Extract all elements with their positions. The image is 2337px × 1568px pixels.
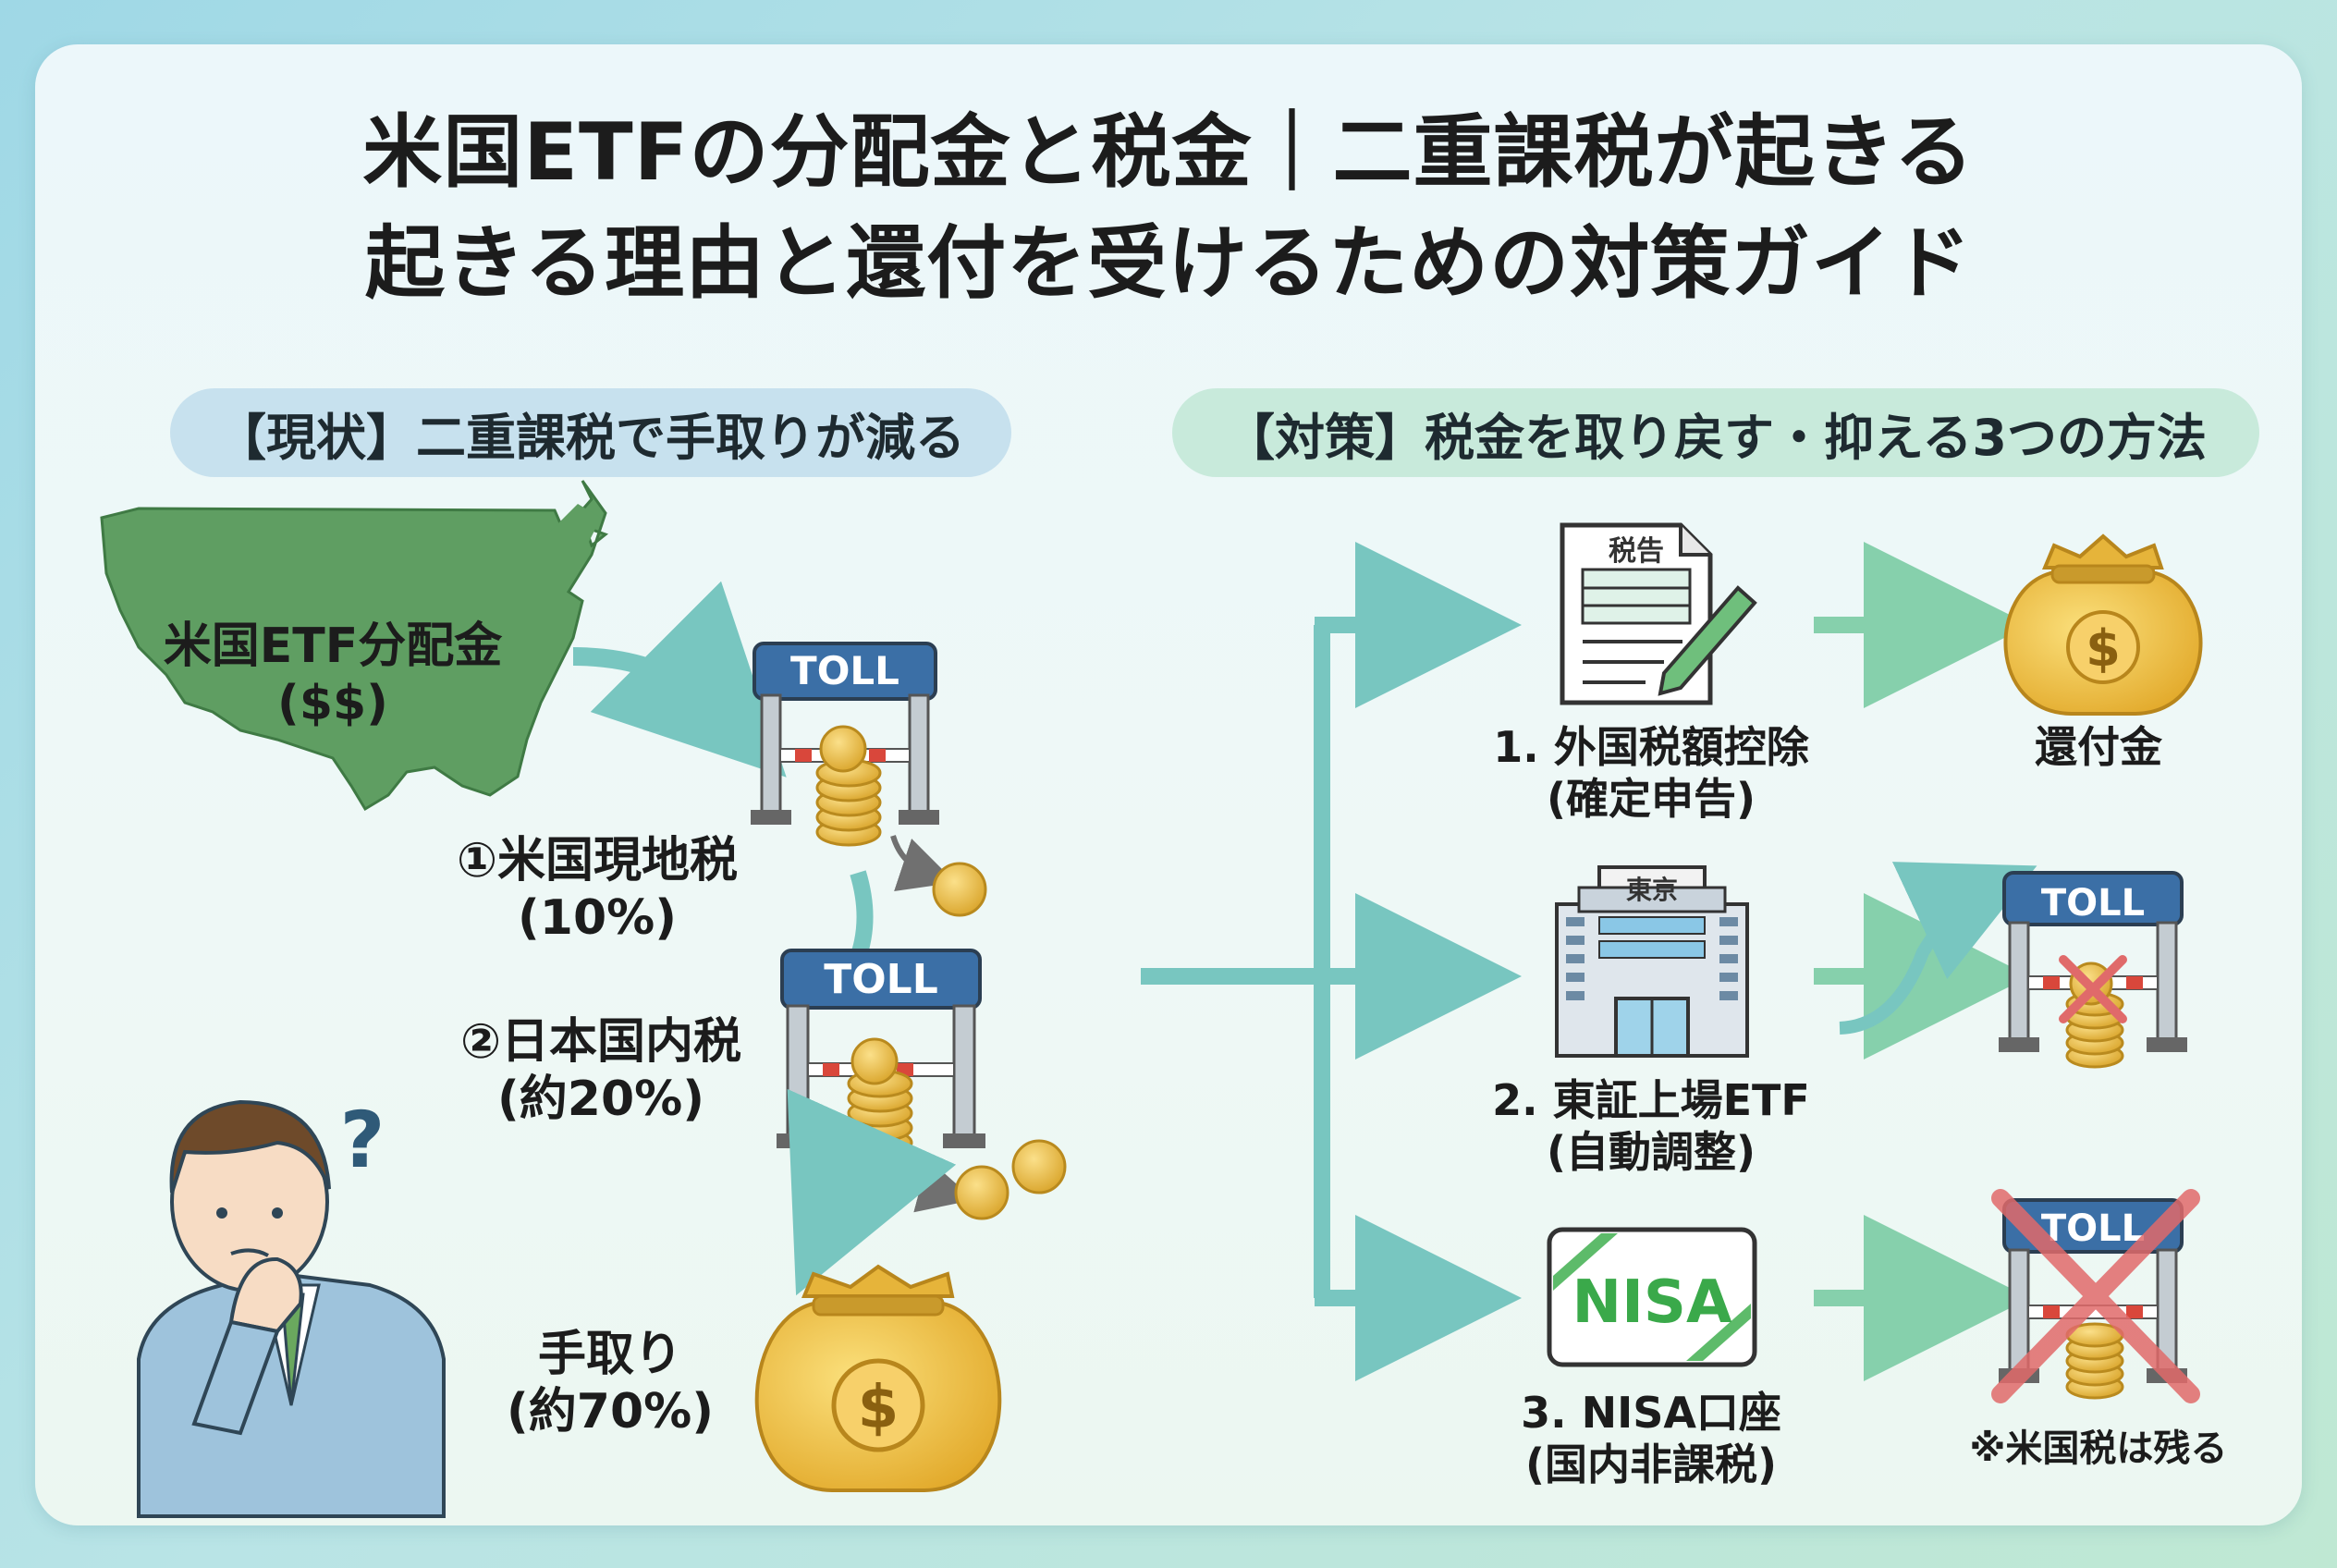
method-3-block: 3. NISA口座 (国内非課税) (1466, 1387, 1836, 1490)
cross-mark-icon (1991, 1189, 2200, 1403)
tokyo-exchange-building-icon (1555, 865, 1749, 1058)
us-tax-label: ①米国現地税 (456, 833, 739, 888)
method-3-name: 3. NISA口座 (1521, 1388, 1781, 1438)
confused-person (137, 1099, 446, 1518)
building-sign: 東京 (1626, 875, 1678, 905)
svg-text:$: $ (2086, 619, 2121, 678)
toll-sign-3: TOLL (2041, 882, 2145, 925)
title-line-1: 米国ETFの分配金と税金｜二重課税が起きる (362, 106, 1975, 199)
arrow-to-toll-1 (572, 581, 787, 778)
net-rate: (約70%) (507, 1384, 714, 1439)
refund-money-bag: $ (2003, 533, 2203, 716)
nisa-card-text: NISA (1572, 1268, 1732, 1337)
source-label: 米国ETF分配金 (163, 619, 503, 674)
method-2-block: 2. 東証上場ETF (自動調整) (1466, 1074, 1836, 1178)
net-label: 手取り (537, 1327, 682, 1382)
nisa-card-icon (1547, 1227, 1757, 1367)
jp-tax-rate: (約20%) (497, 1072, 704, 1127)
method-1-result: 還付金 (2035, 722, 2162, 772)
toll-sign-2: TOLL (824, 956, 938, 1003)
method-3-note: ※米国税は残る (1969, 1427, 2228, 1470)
money-bag-net: $ (754, 1264, 1002, 1492)
tax-form-title: 税告 (1609, 535, 1664, 568)
method-3-sub: (国内非課税) (1524, 1439, 1778, 1489)
arrow-between-tolls (850, 870, 874, 955)
toll-sign-1: TOLL (790, 648, 899, 693)
source-sub: ($$) (277, 676, 388, 731)
toll-gate-us (751, 642, 939, 847)
toll-gate-adjusted (1999, 871, 2187, 1069)
net-block: 手取り (約70%) (490, 1326, 730, 1440)
coin-leak-arrow-1 (890, 835, 956, 891)
coin-leak-arrow-2 (908, 1156, 974, 1213)
lost-coin-2 (954, 1165, 1009, 1220)
title-line-2: 起きる理由と還付を受けるための対策ガイド (364, 217, 1973, 310)
usa-map (100, 480, 609, 812)
method-1-block: 1. 外国税額控除 (確定申告) (1466, 721, 1836, 825)
us-tax-block: ①米国現地税 (10%) (431, 832, 764, 947)
tax-return-document-icon (1560, 522, 1757, 705)
lost-coin-1 (932, 862, 987, 917)
jp-tax-block: ②日本国内税 (約20%) (434, 1013, 767, 1128)
method-1-name: 1. 外国税額控除 (1493, 722, 1809, 772)
arrow-to-net (787, 1088, 957, 1296)
method-2-name: 2. 東証上場ETF (1492, 1075, 1810, 1125)
lost-coin-3 (1011, 1139, 1067, 1194)
source-label-block: 米国ETF分配金 ($$) (139, 618, 527, 732)
us-tax-rate: (10%) (518, 890, 677, 946)
toll-sign-4: TOLL (2041, 1207, 2145, 1250)
left-heading: 【現状】二重課税で手取りが減る (170, 388, 1011, 477)
result-curve-2 (1839, 862, 2037, 1035)
method-1-sub: (確定申告) (1546, 774, 1756, 824)
method-2-sub: (自動調整) (1546, 1127, 1756, 1177)
usa-map-east (545, 504, 601, 555)
question-mark-icon: ? (340, 1095, 385, 1185)
svg-text:$: $ (858, 1374, 899, 1442)
right-heading: 【対策】税金を取り戻す・抑える3つの方法 (1172, 388, 2259, 477)
jp-tax-label: ②日本国内税 (459, 1014, 742, 1070)
